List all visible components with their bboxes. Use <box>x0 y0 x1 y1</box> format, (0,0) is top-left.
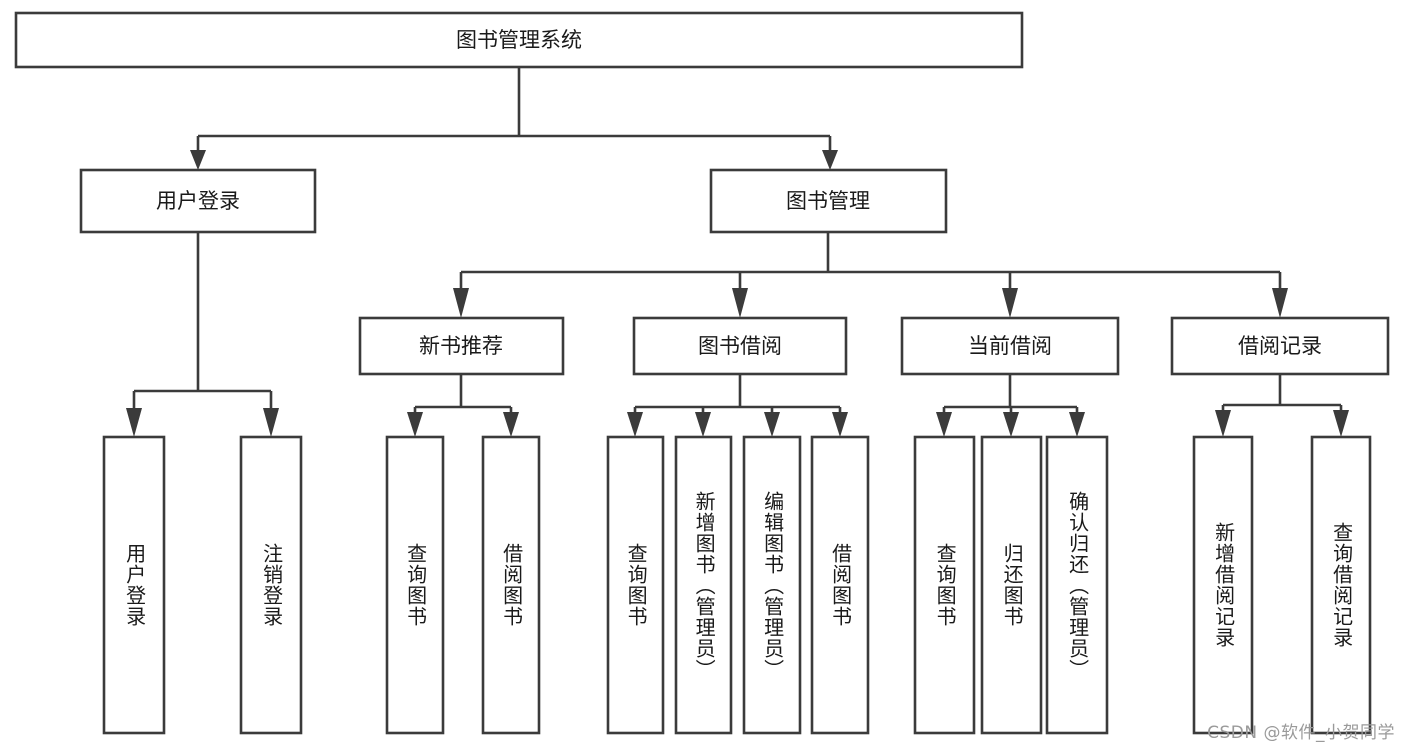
connector-group-book-borrow-to-leaves <box>627 374 848 437</box>
node-box-root[interactable] <box>14 11 1024 69</box>
node-label-book-management: 图书管理 <box>786 189 870 213</box>
node-box-leaf-add-borrow-record[interactable] <box>1192 435 1254 735</box>
node-label-user-login: 用户登录 <box>156 189 240 213</box>
node-box-leaf-query-borrow-record[interactable] <box>1310 435 1372 735</box>
arrow-leaf-borrow-book <box>832 412 848 437</box>
node-label-root: 图书管理系统 <box>456 28 582 52</box>
node-box-leaf-borrow-book-rec[interactable] <box>481 435 541 735</box>
connector-group-new-book-recommend-to-leaves <box>407 374 519 437</box>
node-box-borrow-record[interactable] <box>1170 316 1390 376</box>
node-box-user-login[interactable] <box>79 168 317 234</box>
arrow-leaf-query-borrow-record <box>1333 410 1349 437</box>
node-box-leaf-add-book-admin[interactable] <box>674 435 733 735</box>
node-box-leaf-query-book-borrow[interactable] <box>606 435 665 735</box>
arrow-new-book-recommend <box>453 288 469 318</box>
arrow-leaf-add-book-admin <box>695 412 711 437</box>
arrow-borrow-record <box>1272 288 1288 318</box>
arrow-leaf-query-book-current <box>936 412 952 437</box>
connector-group-book-management-to-level3 <box>453 232 1288 318</box>
connector-group-borrow-record-to-leaves <box>1215 374 1349 437</box>
arrow-book-borrow <box>732 288 748 318</box>
node-box-leaf-confirm-return-admin[interactable] <box>1045 435 1109 735</box>
arrow-leaf-return-book <box>1003 412 1019 437</box>
arrow-user-login <box>190 150 206 170</box>
node-box-leaf-return-book[interactable] <box>980 435 1043 735</box>
arrow-current-borrow <box>1002 288 1018 318</box>
node-box-leaf-query-book-current[interactable] <box>913 435 976 735</box>
node-label-current-borrow: 当前借阅 <box>968 334 1052 358</box>
node-box-book-management[interactable] <box>709 168 948 234</box>
node-box-new-book-recommend[interactable] <box>358 316 565 376</box>
connector-group-root-to-level2 <box>190 67 838 170</box>
arrow-leaf-user-login <box>126 408 142 437</box>
node-label-borrow-record: 借阅记录 <box>1238 334 1322 358</box>
node-box-leaf-user-login[interactable] <box>102 435 166 735</box>
node-label-new-book-recommend: 新书推荐 <box>419 334 503 358</box>
node-box-current-borrow[interactable] <box>900 316 1120 376</box>
arrow-leaf-query-book-borrow <box>627 412 643 437</box>
connector-group-current-borrow-to-leaves <box>936 374 1085 437</box>
arrow-book-management <box>822 150 838 170</box>
node-box-leaf-query-book-rec[interactable] <box>385 435 445 735</box>
connector-group-user-login-to-leaves <box>126 232 279 437</box>
arrow-leaf-query-book-rec <box>407 412 423 437</box>
arrow-leaf-confirm-return-admin <box>1069 412 1085 437</box>
arrow-leaf-borrow-book-rec <box>503 412 519 437</box>
node-box-leaf-logout-login[interactable] <box>239 435 303 735</box>
node-box-book-borrow[interactable] <box>632 316 848 376</box>
node-label-book-borrow: 图书借阅 <box>698 334 782 358</box>
node-box-leaf-edit-book-admin[interactable] <box>742 435 802 735</box>
arrow-leaf-edit-book-admin <box>764 412 780 437</box>
node-box-leaf-borrow-book[interactable] <box>810 435 870 735</box>
arrow-leaf-logout-login <box>263 408 279 437</box>
csdn-watermark: CSDN @软件_小贺同学 <box>1207 723 1395 743</box>
arrow-leaf-add-borrow-record <box>1215 410 1231 437</box>
